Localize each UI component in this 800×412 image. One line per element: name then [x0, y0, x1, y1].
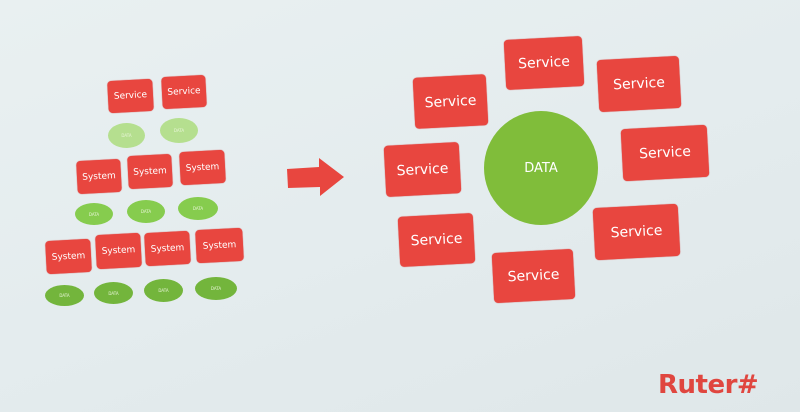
service-box: Service: [592, 203, 681, 261]
service-box: Service: [503, 35, 585, 91]
data-ellipse: DATA: [45, 285, 84, 306]
data-ellipse: DATA: [160, 118, 198, 143]
system-box: System: [179, 149, 226, 186]
ruter-logo: Ruter#: [658, 370, 759, 400]
service-box: Service: [161, 74, 207, 110]
service-box: Service: [412, 74, 489, 129]
system-box: System: [144, 230, 191, 267]
service-box: Service: [596, 55, 682, 113]
data-ellipse: DATA: [108, 123, 145, 148]
data-ellipse: DATA: [127, 200, 165, 223]
arrow-right-icon: [287, 158, 344, 196]
data-hub: DATA: [484, 111, 598, 225]
data-ellipse: DATA: [144, 279, 183, 302]
service-box: Service: [397, 213, 476, 267]
data-ellipse: DATA: [94, 282, 133, 304]
data-ellipse: DATA: [195, 277, 237, 300]
service-box: Service: [383, 142, 462, 197]
system-box: System: [76, 158, 122, 195]
service-box: Service: [620, 124, 710, 182]
data-ellipse: DATA: [75, 203, 113, 225]
service-box: Service: [491, 248, 576, 304]
system-box: System: [45, 238, 92, 275]
system-box: System: [195, 227, 244, 264]
system-box: System: [127, 153, 173, 190]
service-box: Service: [107, 78, 154, 114]
system-box: System: [95, 232, 142, 270]
data-ellipse: DATA: [178, 197, 218, 220]
